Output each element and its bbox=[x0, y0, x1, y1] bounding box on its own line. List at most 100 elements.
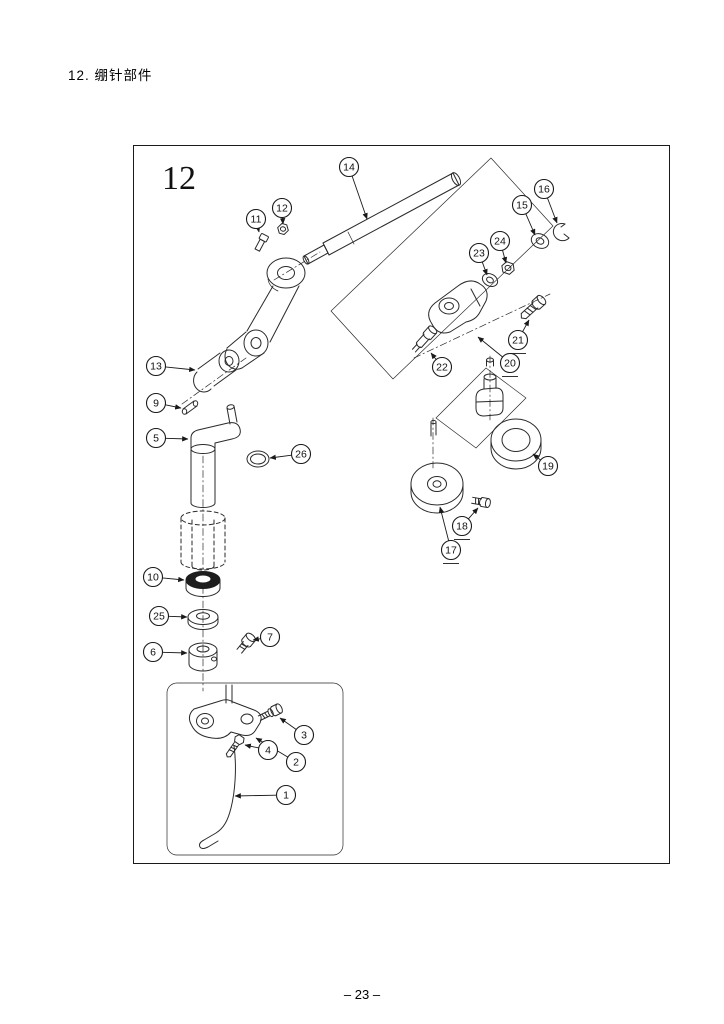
callout-number-26: 26 bbox=[295, 449, 307, 461]
callout-circle-23 bbox=[468, 242, 490, 264]
part-12-nut bbox=[277, 223, 289, 235]
callout-number-9: 9 bbox=[153, 398, 159, 410]
leader-line-17 bbox=[438, 506, 450, 541]
part-5-needle-bar bbox=[190, 404, 241, 508]
callout-number-17: 17 bbox=[445, 545, 457, 557]
callout-number-10: 10 bbox=[147, 572, 159, 584]
callout-22: 22 bbox=[430, 352, 453, 378]
callout-number-24: 24 bbox=[494, 236, 506, 248]
callout-number-23: 23 bbox=[473, 248, 485, 260]
part-18-screw bbox=[471, 496, 491, 508]
part-13-bushing bbox=[193, 349, 240, 393]
callout-13: 13 bbox=[145, 355, 196, 377]
callout-number-3: 3 bbox=[301, 730, 307, 742]
leader-line-3 bbox=[279, 717, 297, 730]
diagram-frame: 12 bbox=[133, 145, 670, 864]
callout-circle-6 bbox=[142, 641, 164, 663]
callout-circle-7 bbox=[259, 626, 281, 648]
callout-circle-3 bbox=[293, 724, 315, 746]
callout-19: 19 bbox=[532, 453, 559, 477]
callout-25: 25 bbox=[148, 605, 188, 627]
callout-10: 10 bbox=[142, 566, 185, 588]
part-9-pin bbox=[181, 400, 199, 415]
figure-number: 12 bbox=[162, 160, 196, 197]
leader-line-26 bbox=[269, 454, 292, 460]
callout-circle-17 bbox=[440, 539, 462, 561]
part-clamp-fork bbox=[475, 373, 504, 417]
callout-circle-26 bbox=[290, 443, 312, 465]
callout-7: 7 bbox=[252, 626, 281, 648]
leader-line-4 bbox=[244, 743, 259, 749]
callout-12: 12 bbox=[271, 197, 293, 225]
part-2-clamp-body bbox=[188, 684, 262, 739]
part-11-screw bbox=[254, 233, 269, 252]
leader-line-24 bbox=[501, 250, 508, 264]
part-22-stud bbox=[411, 325, 438, 353]
callout-circle-10 bbox=[142, 566, 164, 588]
part-25-washer bbox=[187, 609, 219, 630]
part-1-guard-wire bbox=[199, 745, 236, 849]
leader-line-25 bbox=[168, 614, 188, 620]
callout-15: 15 bbox=[511, 194, 536, 236]
leader-line-16 bbox=[546, 197, 558, 224]
part-26-oring bbox=[246, 450, 270, 468]
leader-line-5 bbox=[165, 436, 189, 442]
callout-23: 23 bbox=[468, 242, 490, 276]
callout-6: 6 bbox=[142, 641, 188, 663]
section-plane-large bbox=[330, 157, 554, 380]
callout-17: 17 bbox=[438, 506, 462, 564]
callout-circle-21 bbox=[507, 329, 529, 351]
leader-line-11 bbox=[255, 225, 261, 233]
callout-number-2: 2 bbox=[293, 757, 299, 769]
callout-circle-12 bbox=[271, 197, 293, 219]
callout-number-5: 5 bbox=[153, 433, 159, 445]
part-phantom-bushing bbox=[180, 510, 226, 571]
part-20-crank-body bbox=[428, 280, 488, 334]
callout-number-19: 19 bbox=[542, 461, 554, 473]
leader-line-9 bbox=[165, 404, 182, 410]
callout-24: 24 bbox=[489, 230, 511, 264]
callout-circle-1 bbox=[275, 784, 297, 806]
part-7-screw bbox=[236, 632, 256, 654]
leader-line-1 bbox=[234, 793, 277, 799]
part-3-screw bbox=[257, 703, 283, 721]
callout-16: 16 bbox=[533, 178, 558, 224]
leader-line-14 bbox=[351, 175, 368, 220]
callout-circle-22 bbox=[431, 356, 453, 378]
callout-layer: 1234567910111213141516171819202122232425… bbox=[142, 156, 559, 806]
callout-circle-5 bbox=[145, 427, 167, 449]
part-crank-arm bbox=[224, 257, 306, 370]
callout-number-1: 1 bbox=[283, 790, 289, 802]
part-15-washer bbox=[530, 233, 550, 249]
exploded-parts-diagram: 1234567910111213141516171819202122232425… bbox=[142, 156, 570, 856]
callout-21: 21 bbox=[507, 319, 530, 354]
callout-circle-9 bbox=[145, 392, 167, 414]
section-title: 12. 绷针部件 bbox=[68, 68, 153, 83]
callout-number-14: 14 bbox=[343, 162, 355, 174]
leader-line-21 bbox=[522, 319, 530, 332]
leader-line-15 bbox=[525, 213, 536, 236]
leader-line-22 bbox=[430, 352, 437, 360]
callout-3: 3 bbox=[279, 717, 315, 746]
leader-line-23 bbox=[481, 261, 488, 276]
callout-circle-4 bbox=[257, 739, 279, 761]
part-21-screw bbox=[520, 294, 547, 320]
part-6-collar bbox=[188, 642, 218, 672]
subassembly-box bbox=[166, 682, 344, 856]
part-19-ring bbox=[490, 418, 542, 470]
leader-line-20 bbox=[477, 336, 503, 358]
callout-4: 4 bbox=[244, 739, 279, 761]
callout-number-11: 11 bbox=[251, 214, 262, 226]
part-16-ering bbox=[552, 223, 570, 242]
part-23-washer bbox=[481, 273, 499, 287]
callout-number-4: 4 bbox=[265, 745, 271, 757]
callout-circle-24 bbox=[489, 230, 511, 252]
part-fork-screw bbox=[486, 357, 494, 367]
callout-circle-15 bbox=[511, 194, 533, 216]
callout-18: 18 bbox=[451, 507, 479, 540]
callout-number-15: 15 bbox=[516, 200, 528, 212]
leader-line-18 bbox=[467, 507, 479, 520]
leader-line-7 bbox=[252, 636, 261, 642]
callout-number-6: 6 bbox=[150, 647, 156, 659]
